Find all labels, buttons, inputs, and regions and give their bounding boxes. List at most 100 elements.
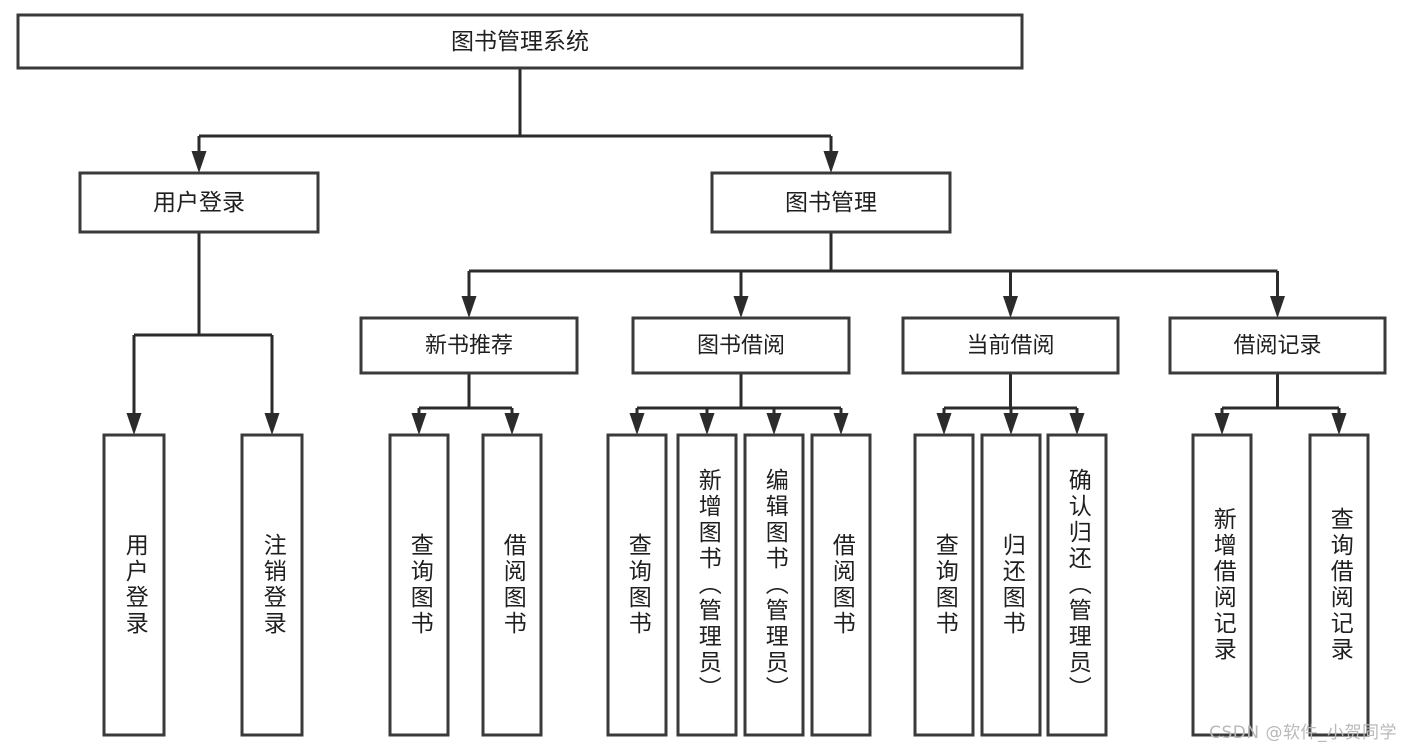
- node-box-query-book-1[interactable]: [388, 433, 450, 737]
- node-box-root[interactable]: [16, 13, 1024, 70]
- node-label-query-book-3: 查询图书: [931, 533, 958, 637]
- new-book-recommend-branch-1-arrowhead: [504, 413, 520, 435]
- node-borrow-book-2[interactable]: 借阅图书: [810, 433, 872, 737]
- node-label-box-user-login-leaf: 用户登录: [104, 435, 164, 735]
- node-label-wrap-query-borrow-record: 查询借阅记录: [1310, 435, 1368, 735]
- node-label-box-add-borrow-record: 新增借阅记录: [1193, 435, 1251, 735]
- node-label-box-confirm-return-admin: 确认归还（管理员）: [1048, 435, 1106, 735]
- node-borrow-book-1[interactable]: 借阅图书: [481, 433, 543, 737]
- node-book-management[interactable]: 图书管理: [710, 171, 952, 234]
- node-label-borrow-book-2: 借阅图书: [828, 533, 855, 637]
- node-new-book-recommend[interactable]: 新书推荐: [359, 316, 579, 375]
- node-label-wrap-user-login-leaf: 用户登录: [104, 435, 164, 735]
- node-label-confirm-return-admin: 确认归还（管理员）: [1064, 468, 1091, 702]
- node-label-borrow-records: 借阅记录: [1233, 334, 1321, 359]
- node-box-return-book[interactable]: [980, 433, 1042, 737]
- node-return-book[interactable]: 归还图书: [980, 433, 1042, 737]
- node-label-return-book: 归还图书: [998, 533, 1025, 637]
- node-box-borrow-book-1[interactable]: [481, 433, 543, 737]
- node-user-login[interactable]: 用户登录: [78, 171, 320, 234]
- node-user-logout-leaf[interactable]: 注销登录: [240, 433, 304, 737]
- node-add-book-admin[interactable]: 新增图书（管理员）: [676, 433, 738, 737]
- node-label-box-user-logout-leaf: 注销登录: [242, 435, 302, 735]
- node-confirm-return-admin[interactable]: 确认归还（管理员）: [1046, 433, 1108, 737]
- node-label-borrow-book-1: 借阅图书: [499, 533, 526, 637]
- root-branch-1-arrowhead: [823, 151, 839, 173]
- node-label-user-login-leaf: 用户登录: [121, 533, 148, 637]
- node-user-login-leaf[interactable]: 用户登录: [102, 433, 166, 737]
- node-box-book-borrow[interactable]: [631, 316, 851, 375]
- node-box-current-borrow[interactable]: [901, 316, 1120, 375]
- node-label-root: 图书管理系统: [451, 29, 589, 55]
- root-branch-0-arrowhead: [191, 151, 207, 173]
- node-label-wrap-edit-book-admin: 编辑图书（管理员）: [745, 435, 803, 735]
- node-label-user-login: 用户登录: [153, 190, 245, 216]
- node-book-borrow[interactable]: 图书借阅: [631, 316, 851, 375]
- node-box-borrow-book-2[interactable]: [810, 433, 872, 737]
- book-management-branch-3-arrowhead: [1270, 296, 1285, 318]
- book-borrow-branch-2-arrowhead: [766, 413, 782, 435]
- node-borrow-records[interactable]: 借阅记录: [1168, 316, 1387, 375]
- node-label-edit-book-admin: 编辑图书（管理员）: [761, 468, 788, 702]
- watermark-text: CSDN @软件_小贺同学: [1209, 723, 1397, 743]
- node-label-wrap-borrow-book-2: 借阅图书: [812, 435, 870, 735]
- node-label-wrap-confirm-return-admin: 确认归还（管理员）: [1048, 435, 1106, 735]
- book-borrow-branch-3-arrowhead: [833, 413, 849, 435]
- node-label-query-book-1: 查询图书: [406, 533, 433, 637]
- node-box-query-book-2[interactable]: [606, 433, 668, 737]
- node-box-book-management[interactable]: [710, 171, 952, 234]
- node-label-query-borrow-record: 查询借阅记录: [1326, 507, 1353, 663]
- node-box-add-borrow-record[interactable]: [1191, 433, 1253, 737]
- user-login-branch-1-arrowhead: [264, 413, 280, 435]
- node-query-borrow-record[interactable]: 查询借阅记录: [1308, 433, 1370, 737]
- node-label-box-query-book-3: 查询图书: [915, 435, 973, 735]
- node-label-box-borrow-book-2: 借阅图书: [812, 435, 870, 735]
- node-label-query-book-2: 查询图书: [624, 533, 651, 637]
- connector-layer: [126, 68, 1347, 435]
- node-label-wrap-query-book-2: 查询图书: [608, 435, 666, 735]
- node-label-wrap-add-borrow-record: 新增借阅记录: [1193, 435, 1251, 735]
- node-label-box-query-book-2: 查询图书: [608, 435, 666, 735]
- node-label-current-borrow: 当前借阅: [966, 334, 1054, 359]
- node-root[interactable]: 图书管理系统: [16, 13, 1024, 70]
- user-login-branch-0-arrowhead: [126, 413, 142, 435]
- node-edit-book-admin[interactable]: 编辑图书（管理员）: [743, 433, 805, 737]
- node-current-borrow[interactable]: 当前借阅: [901, 316, 1120, 375]
- node-query-book-2[interactable]: 查询图书: [606, 433, 668, 737]
- book-management-branch-1-arrowhead: [733, 296, 749, 318]
- node-box-add-book-admin[interactable]: [676, 433, 738, 737]
- node-label-box-add-book-admin: 新增图书（管理员）: [678, 435, 736, 735]
- node-label-wrap-return-book: 归还图书: [982, 435, 1040, 735]
- node-box-query-book-3[interactable]: [913, 433, 975, 737]
- node-box-borrow-records[interactable]: [1168, 316, 1387, 375]
- node-box-user-login[interactable]: [78, 171, 320, 234]
- node-label-wrap-query-book-3: 查询图书: [915, 435, 973, 735]
- node-label-box-edit-book-admin: 编辑图书（管理员）: [745, 435, 803, 735]
- node-label-add-book-admin: 新增图书（管理员）: [694, 468, 721, 702]
- node-query-book-1[interactable]: 查询图书: [388, 433, 450, 737]
- node-add-borrow-record[interactable]: 新增借阅记录: [1191, 433, 1253, 737]
- book-management-branch-0-arrowhead: [461, 296, 477, 318]
- node-label-box-borrow-book-1: 借阅图书: [483, 435, 541, 735]
- book-management-branch-2-arrowhead: [1003, 296, 1018, 318]
- node-label-wrap-query-book-1: 查询图书: [390, 435, 448, 735]
- book-borrow-branch-1-arrowhead: [699, 413, 715, 435]
- current-borrow-branch-2-arrowhead: [1069, 413, 1085, 435]
- book-borrow-branch-0-arrowhead: [629, 413, 645, 435]
- node-label-box-query-borrow-record: 查询借阅记录: [1310, 435, 1368, 735]
- node-box-query-borrow-record[interactable]: [1308, 433, 1370, 737]
- node-query-book-3[interactable]: 查询图书: [913, 433, 975, 737]
- node-box-confirm-return-admin[interactable]: [1046, 433, 1108, 737]
- node-box-edit-book-admin[interactable]: [743, 433, 805, 737]
- node-label-wrap-add-book-admin: 新增图书（管理员）: [678, 435, 736, 735]
- node-label-book-borrow: 图书借阅: [697, 334, 785, 359]
- node-label-box-query-book-1: 查询图书: [390, 435, 448, 735]
- node-box-new-book-recommend[interactable]: [359, 316, 579, 375]
- node-box-user-login-leaf[interactable]: [102, 433, 166, 737]
- borrow-records-branch-1-arrowhead: [1331, 413, 1347, 435]
- new-book-recommend-branch-0-arrowhead: [411, 413, 427, 435]
- node-box-user-logout-leaf[interactable]: [240, 433, 304, 737]
- node-label-add-borrow-record: 新增借阅记录: [1209, 507, 1236, 663]
- node-label-box-return-book: 归还图书: [982, 435, 1040, 735]
